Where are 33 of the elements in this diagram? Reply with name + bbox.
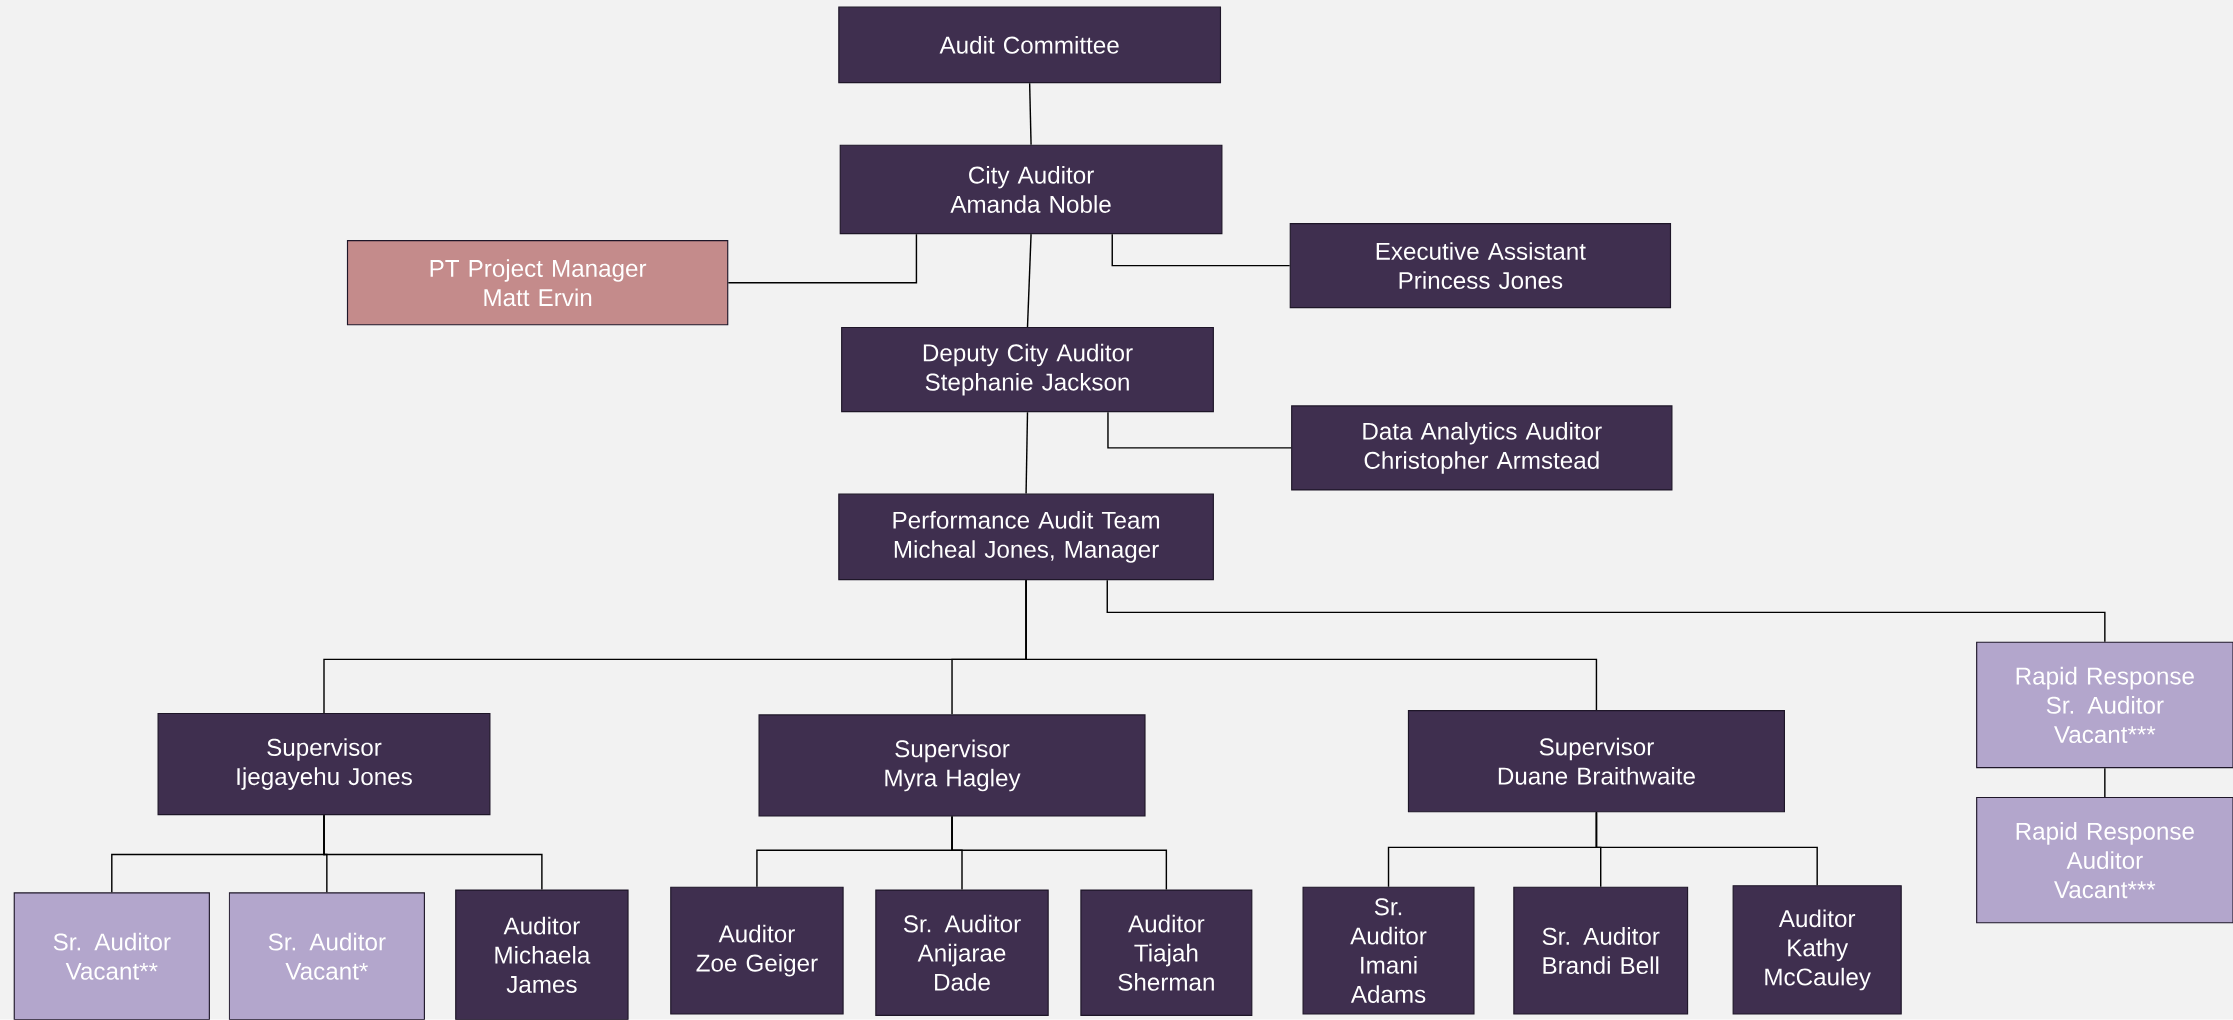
org-box: Supervisor Duane Braithwaite: [1407, 710, 1785, 813]
connector-line: [1025, 411, 1029, 495]
org-box: Executive Assistant Princess Jones: [1289, 223, 1672, 309]
org-box: Auditor Zoe Geiger: [670, 886, 844, 1015]
connector-line: [727, 233, 918, 284]
org-box: PT Project Manager Matt Ervin: [346, 240, 729, 326]
org-box: City Auditor Amanda Noble: [839, 144, 1223, 235]
org-box: Auditor Tiajah Sherman: [1080, 889, 1253, 1017]
org-box: Sr. Auditor Anijarae Dade: [875, 889, 1049, 1017]
connector-line: [1025, 579, 1598, 711]
org-box: Sr. Auditor Vacant*: [228, 892, 425, 1020]
connector-line: [951, 816, 1168, 891]
org-box: Performance Audit Team Micheal Jones, Manager: [838, 493, 1214, 581]
org-box: Sr. Auditor Vacant**: [13, 892, 210, 1020]
org-box: Supervisor Ijegayehu Jones: [157, 713, 491, 816]
org-box: Data Analytics Auditor Christopher Armstead: [1291, 405, 1673, 491]
org-box: Sr. Auditor Imani Adams: [1302, 886, 1475, 1015]
connector-line: [323, 814, 543, 891]
org-box: Supervisor Myra Hagley: [758, 714, 1146, 817]
org-box: Auditor Michaela James: [455, 889, 629, 1020]
org-box: Sr. Auditor Brandi Bell: [1513, 886, 1689, 1015]
connector-line: [2104, 767, 2106, 798]
connector-line: [1106, 579, 2106, 643]
connector-line: [1026, 233, 1032, 328]
org-box: Deputy City Auditor Stephanie Jackson: [841, 327, 1214, 413]
connector-line: [1595, 811, 1818, 887]
connector-line: [1028, 82, 1032, 146]
org-box: Rapid Response Auditor Vacant***: [1976, 797, 2233, 924]
org-box: Audit Committee: [838, 6, 1222, 84]
org-box: Rapid Response Sr. Auditor Vacant***: [1976, 641, 2233, 769]
connector-line: [1111, 233, 1291, 267]
connector-line: [1107, 411, 1292, 449]
org-box: Auditor Kathy McCauley: [1732, 885, 1902, 1015]
